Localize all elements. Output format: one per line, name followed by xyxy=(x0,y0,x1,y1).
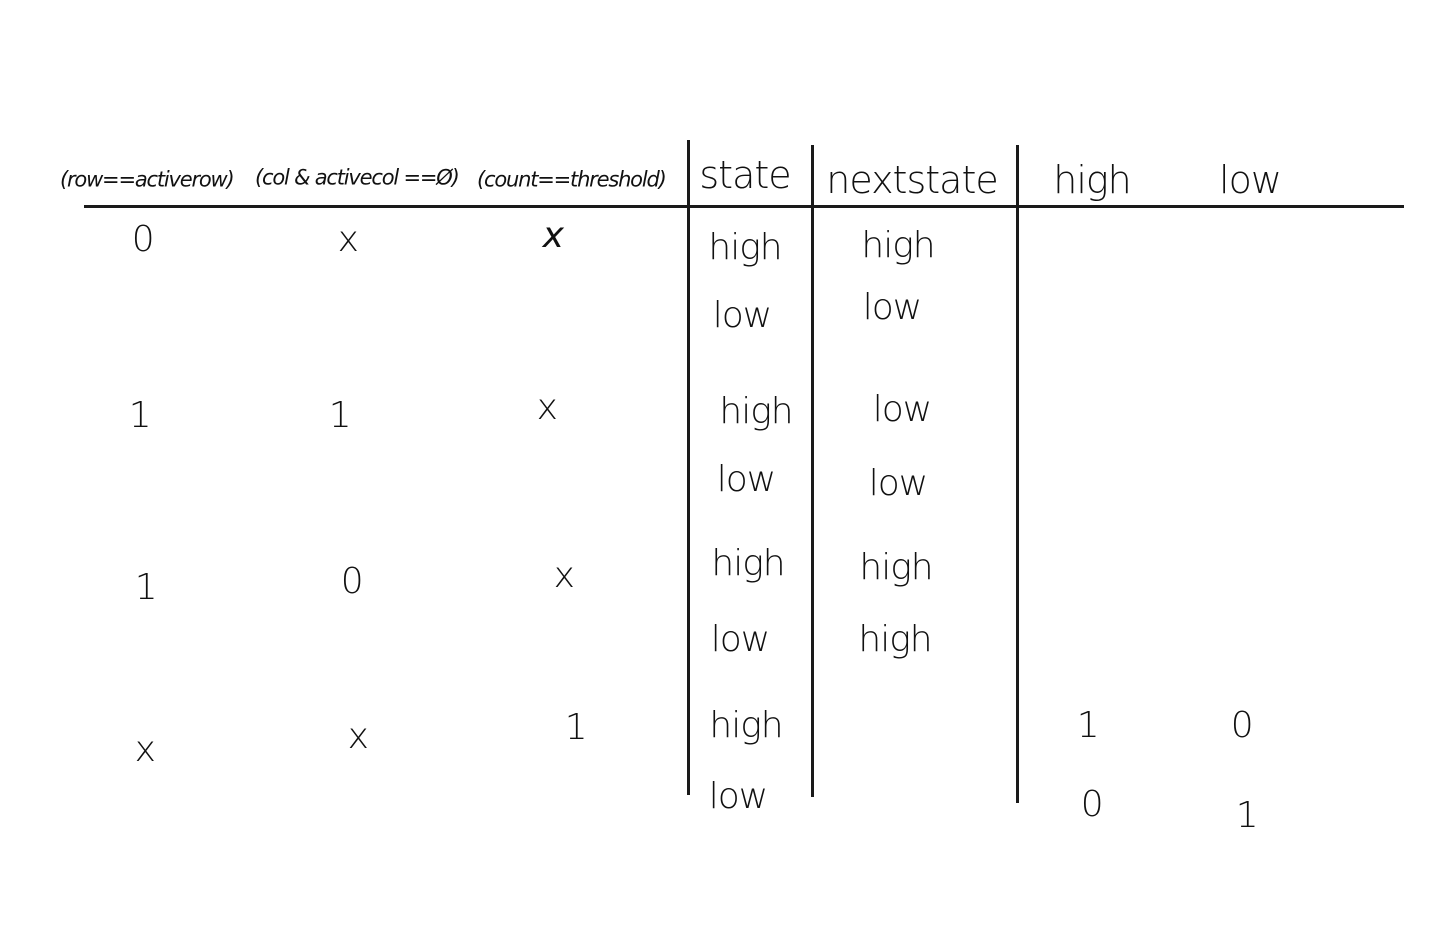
divider-nextstate-outputs xyxy=(1016,145,1019,803)
header-nextstate: nextstate xyxy=(826,158,998,202)
row3-nextstate-high-b: high xyxy=(858,619,932,660)
row2-cond3: x xyxy=(536,387,558,428)
row2-nextstate-low-b: low xyxy=(868,463,928,504)
row4-low-out-2: 1 xyxy=(1235,795,1259,836)
row1-state-low: low xyxy=(712,295,772,336)
header-cond-row-active: (row==activerow) xyxy=(60,167,235,192)
row1-state-high: high xyxy=(708,227,782,268)
row1-nextstate-low: low xyxy=(862,287,922,328)
row3-nextstate-high-a: high xyxy=(859,547,933,588)
row1-nextstate-high: high xyxy=(861,225,935,266)
row4-cond1: x xyxy=(134,729,156,770)
header-high: high xyxy=(1053,158,1132,202)
row4-state-low: low xyxy=(708,776,768,817)
row1-cond2: x xyxy=(337,219,359,260)
header-low: low xyxy=(1219,158,1282,202)
row4-high-out-2: 0 xyxy=(1080,784,1104,825)
row2-cond2: 1 xyxy=(328,395,352,436)
row3-cond1: 1 xyxy=(134,567,158,608)
row3-state-low: low xyxy=(710,619,770,660)
row2-state-high: high xyxy=(719,391,793,432)
row4-state-high: high xyxy=(709,705,783,746)
row2-cond1: 1 xyxy=(128,395,152,436)
divider-state-nextstate xyxy=(811,145,814,797)
row3-state-high: high xyxy=(711,543,785,584)
row4-cond3: 1 xyxy=(564,707,588,748)
row1-cond1: 0 xyxy=(131,219,155,260)
header-cond-count-threshold: (count==threshold) xyxy=(477,167,667,192)
header-underline xyxy=(84,205,1404,208)
header-cond-col-active: (col & activecol ==Ø) xyxy=(255,165,460,190)
row4-low-out-1: 0 xyxy=(1230,705,1254,746)
row2-state-low: low xyxy=(716,459,776,500)
divider-conditions-state xyxy=(687,140,690,795)
row4-cond2: x xyxy=(347,716,369,757)
row3-cond3: x xyxy=(553,555,575,596)
header-state: state xyxy=(699,153,791,197)
row1-cond3: x xyxy=(542,215,564,256)
row4-high-out-1: 1 xyxy=(1076,705,1100,746)
row3-cond2: 0 xyxy=(340,561,364,602)
row2-nextstate-low-a: low xyxy=(872,389,932,430)
